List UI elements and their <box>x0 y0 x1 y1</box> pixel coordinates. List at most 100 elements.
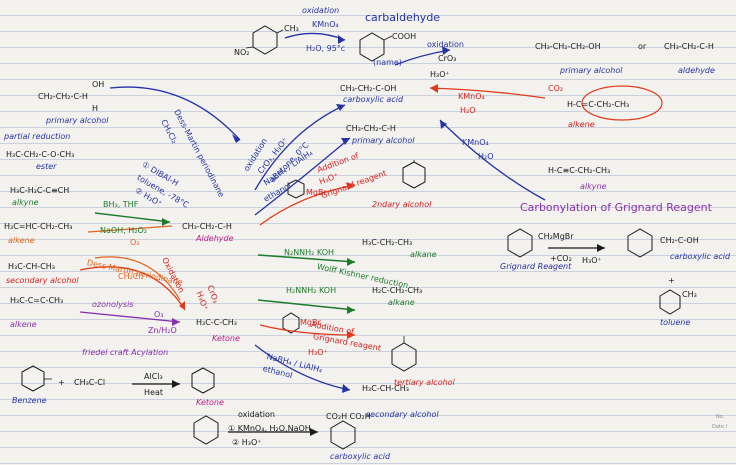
label-oxidation-bottom: oxidation <box>238 410 275 419</box>
page-date: Date / <box>712 424 728 430</box>
label-n2nnh2-koh: H₂NNH₂ KOH <box>286 286 337 295</box>
formula-alkene-l: H₃C=HC-CH₂-CH₃ <box>4 222 73 231</box>
grignard-ring <box>507 228 533 258</box>
label-co2-reagent: +CO₂ <box>550 254 572 263</box>
label-name-q: (name) <box>373 58 402 67</box>
arrow-dess-martin-secondary <box>79 266 186 311</box>
label-plus-g: + <box>668 276 675 285</box>
label-aldehyde-r: aldehyde <box>678 66 715 75</box>
arrow-dess-martin-mid <box>94 256 181 301</box>
label-alkane-2: alkane <box>388 298 415 307</box>
label-h3o-bottom: H₃O⁺ <box>308 348 328 357</box>
arrow-grignard-addition-top <box>259 184 356 226</box>
label-o3-top: O₃ <box>130 238 140 247</box>
label-ester: ester <box>36 162 57 171</box>
formula-ketone: H₃C-C-CH₃ <box>196 318 237 327</box>
label-kmno4-red: KMnO₄ <box>458 92 485 101</box>
label-alkyne-l: alkyne <box>12 198 39 207</box>
toluene-ring <box>659 289 681 315</box>
cyclohexanone-ring <box>193 415 219 445</box>
label-plus: + <box>58 378 65 387</box>
label-alkyne-r: alkyne <box>580 182 607 191</box>
formula-grignard: CH₂MgBr <box>538 232 574 241</box>
mgbr-ring-2 <box>282 312 300 334</box>
label-aldehyde-center: Aldehyde <box>196 234 234 243</box>
label-h2o-red: H₂O <box>460 106 476 115</box>
phenyl-ketone-ring <box>191 367 215 394</box>
cyclohexanol-ring <box>402 161 426 189</box>
adipic-ring <box>330 420 356 450</box>
arrow-wolff-kishner-top <box>257 254 356 263</box>
label-benzene: Benzene <box>12 396 47 405</box>
arrow-alkyne-kmno4 <box>439 119 546 201</box>
label-h3o-g: H₃O⁺ <box>582 256 602 265</box>
label-no2: NO₂ <box>234 48 250 57</box>
label-tertiary-alcohol: tertiary alcohol <box>394 378 455 387</box>
label-or: or <box>638 42 647 51</box>
label-co2-red: CO₂ <box>548 84 564 93</box>
label-bh3-thf: BH₃, THF <box>103 200 139 209</box>
formula-cooh-pair: CO₂H CO₂H <box>326 412 371 421</box>
arrow-ozonolysis-top <box>87 225 173 233</box>
arrow-aldehyde-to-acid <box>254 104 346 191</box>
label-ch3-top: CH₃ <box>284 24 299 33</box>
label-ketone: Ketone <box>212 334 240 343</box>
formula-carboxylic-g: CH₂-C-OH <box>660 236 699 245</box>
label-zn-h2o: Zn/H₂O <box>148 326 177 335</box>
label-primary-alcohol-c: primary alcohol <box>352 136 415 145</box>
label-friedel-crafts: friedel craft Acylation <box>82 348 169 357</box>
formula-secondary-alcohol-b: H₃C-CH-CH₃ <box>362 384 409 393</box>
label-cro3: CrO₃ <box>438 54 457 63</box>
mgbr-ring-1 <box>287 179 305 199</box>
label-secondary-alcohol: 2ndary alcohol <box>372 200 432 209</box>
formula-primary-alcohol-c: CH₃-CH₂-C-H <box>346 124 396 133</box>
label-carboxylic-acid: carboxylic acid <box>343 95 404 104</box>
formula-carboxylic: CH₃-CH₂-C-OH <box>340 84 397 93</box>
arrow-grignard-addition-bottom <box>259 324 356 336</box>
label-h-l: H <box>92 104 99 113</box>
label-ozonolysis: ozonolysis <box>92 300 134 309</box>
label-alkene-l: alkene <box>8 236 35 245</box>
label-alkene-r: alkene <box>568 120 595 129</box>
arrow-ozonolysis-bottom <box>79 311 181 323</box>
label-o3-mid: O₃ <box>154 310 164 319</box>
label-partial-reduction: partial reduction <box>4 132 71 141</box>
label-naoh-h2o2: NaOH, H₂O₂ <box>100 226 148 235</box>
formula-alkyne-r: H-C≡C-CH₂-CH₃ <box>548 166 611 175</box>
arrow-hydroboration <box>94 212 171 223</box>
formula-primary-alcohol-l: CH₂-CH₂-C-H <box>38 92 88 101</box>
label-toluene: toluene <box>660 318 691 327</box>
label-grignard-name: Grignard Reagent <box>500 262 572 271</box>
label-h2o-95: H₂O, 95°c <box>306 44 346 53</box>
label-toluene-ch3: CH₃ <box>682 290 697 299</box>
product-ring-g <box>627 228 653 258</box>
label-primary-alcohol-r: primary alcohol <box>560 66 623 75</box>
label-alkene-l2: alkene <box>10 320 37 329</box>
label-h3o-bottom2: ② H₃O⁺ <box>232 438 262 447</box>
label-carboxylic-g: carboxylic acid <box>670 252 731 261</box>
benzene-ring-bottom <box>21 365 45 392</box>
formula-alkane-2: H₂C-CH₂-CH₃ <box>372 286 423 295</box>
arrow-toluene-oxidation <box>284 32 346 41</box>
label-kmno4-top: KMnO₄ <box>312 20 339 29</box>
label-mgbr-top: MgBr <box>306 188 327 197</box>
arrow-wolff-kishner-bottom <box>257 299 356 311</box>
label-heat: Heat <box>144 388 163 397</box>
label-primary-alcohol-l: primary alcohol <box>46 116 109 125</box>
formula-alkene-r: H-C=C-CH₂-CH₃ <box>567 100 630 109</box>
formula-secondary-alcohol-l: H₃C-CH-CH₃ <box>8 262 55 271</box>
label-kmno4-naoh: ① KMnO₄, H₂O,NaOH <box>228 424 311 433</box>
arrow-ketone-to-secondary <box>254 344 351 391</box>
formula-aldehyde-r: CH₃-CH₂-C-H <box>664 42 714 51</box>
label-n2h4-koh: N₂NNH₂ KOH <box>284 248 335 257</box>
label-cooh: COOH <box>392 32 417 41</box>
label-oh-l: OH <box>92 80 105 89</box>
page-number: No. <box>716 414 725 420</box>
label-oxidation-top: oxidation <box>302 6 340 15</box>
cyclohexane-ring <box>391 342 417 372</box>
label-mgbr-bottom: MgBr <box>300 318 321 327</box>
label-secondary-alcohol-l: secondary alcohol <box>6 276 79 285</box>
formula-alkyne-l: H₃C-H₂C-C≡CH <box>10 186 70 195</box>
